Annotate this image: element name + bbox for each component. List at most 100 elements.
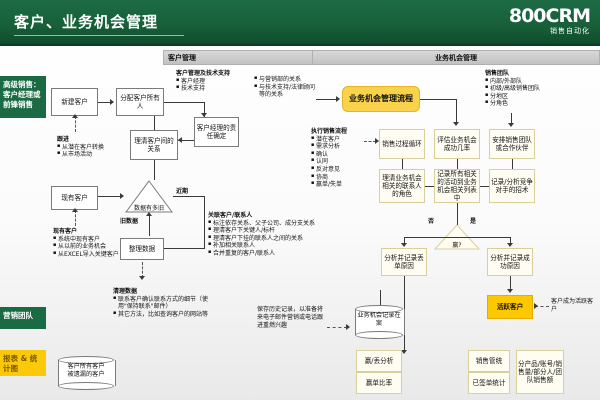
note-followup-list: 从潜在客户转换 从市场活动 bbox=[57, 143, 141, 159]
node-assign-owner: 分配客户所有人 bbox=[116, 88, 164, 116]
connector-dashed bbox=[364, 141, 376, 142]
note-cleanup-title: 清理数据 bbox=[113, 288, 138, 295]
section-bar-customer: 客户管理 bbox=[163, 50, 314, 65]
node-manager-duty: 客户经理的责任确定 bbox=[194, 117, 239, 147]
node-evaluate-probability: 评估业务机会成功几率 bbox=[434, 129, 480, 159]
connector bbox=[178, 140, 194, 141]
list-item: 客户经理 bbox=[176, 77, 256, 86]
note-cleanup: 清理数据 联系客户确认联系方式的细节（使用"保持联系"邮件） 其它方法，比如查询… bbox=[113, 288, 219, 318]
note-sales-process: 执行销售流程 潜在客户 需求分析 确认 认同 反对意见 协商 赢单/失单 bbox=[311, 128, 363, 189]
list-item: 理清客户下挂的联系人之间的关系 bbox=[208, 234, 318, 243]
note-followup-title: 跟进 bbox=[57, 136, 70, 143]
node-analyze-lost: 分析并记录丢单原因 bbox=[381, 248, 427, 276]
report-tile-signed: 已签单统计 bbox=[468, 372, 510, 394]
arrow-icon bbox=[507, 243, 513, 247]
decision-data-age-label: 数据有多旧 bbox=[133, 205, 164, 212]
note-relations-list: 与营销部的关系 与技术支持/法律顾问等的关系 bbox=[254, 75, 316, 99]
note-related-list: 标注依存关系、父子公司、成分支关系 理清客户下关键人/标杆 理清客户下挂的联系人… bbox=[208, 219, 318, 258]
connector bbox=[316, 99, 338, 100]
list-item: 内部/外部队 bbox=[485, 77, 575, 86]
connector-dashed bbox=[142, 262, 143, 278]
branch-label-recent: 近期 bbox=[176, 188, 189, 195]
list-item: 从潜在客户转换 bbox=[57, 143, 141, 152]
sidebar-item-marketing-team: 营销团队 bbox=[0, 307, 46, 329]
connector bbox=[98, 196, 120, 197]
branch-label-no: 否 bbox=[428, 218, 435, 225]
page-title: 客户、业务机会管理 bbox=[14, 13, 159, 31]
connector bbox=[404, 237, 457, 238]
arrow-icon bbox=[110, 99, 114, 105]
note-sales-team-list: 内部/外部队 初级/高级销售团队 分地区 分角色 bbox=[485, 77, 575, 108]
list-item: 系统中现有客户 bbox=[53, 235, 125, 244]
list-item: 认同 bbox=[311, 157, 363, 166]
cylinder-top bbox=[58, 356, 114, 364]
list-item: 赢单/失单 bbox=[311, 180, 363, 189]
note-existing-list: 系统中现有客户 从以前的业务机会 从EXCEL导入关键客户 bbox=[53, 235, 125, 259]
note-became-active: 客户成为活跃客户 bbox=[551, 298, 594, 313]
note-sales-team: 销售团队 内部/外部队 初级/高级销售团队 分地区 分角色 bbox=[485, 70, 575, 108]
connector bbox=[154, 160, 155, 180]
note-history: 保存历史记录，以准备将来电子邮件营销或电话跟进重燃兴趣 bbox=[257, 306, 324, 329]
connector-dashed bbox=[535, 306, 549, 307]
note-support-list: 客户经理 技术支持 bbox=[176, 77, 256, 93]
arrow-icon bbox=[336, 96, 340, 102]
report-tile-win-rate: 赢单比率 bbox=[356, 372, 402, 394]
list-item: 与技术支持/法律顾问等的关系 bbox=[254, 83, 316, 99]
connector bbox=[510, 276, 511, 291]
arrow-icon bbox=[120, 193, 124, 199]
branch-label-yes: 是 bbox=[470, 218, 477, 225]
connector bbox=[512, 159, 513, 169]
node-active-customer: 活跃客户 bbox=[487, 295, 533, 319]
brand-logo: 800CRM 销售自动化 bbox=[508, 5, 591, 36]
note-related-contacts: 关联客户/联系人 标注依存关系、父子公司、成分支关系 理清客户下关键人/标杆 理… bbox=[208, 212, 318, 258]
connector bbox=[173, 196, 205, 197]
connector bbox=[456, 99, 457, 123]
connector-dashed bbox=[75, 116, 76, 132]
list-item: 理清客户下关键人/标杆 bbox=[208, 226, 318, 235]
connector bbox=[402, 159, 403, 169]
note-followup: 跟进 从潜在客户转换 从市场活动 bbox=[57, 136, 141, 159]
arrow-icon bbox=[507, 289, 513, 293]
logo-tagline: 销售自动化 bbox=[550, 27, 590, 35]
node-analyze-won: 分析并记录成功原因 bbox=[487, 248, 533, 276]
connector bbox=[457, 237, 510, 238]
list-item: 联系客户确认联系方式的细节（使用"保持联系"邮件） bbox=[113, 295, 219, 311]
cylinder-bottom bbox=[58, 382, 114, 390]
list-item: 合并重复的客户/联系人 bbox=[208, 249, 318, 258]
node-record-activity: 记录所有相关的活动到业务机会相关列表中 bbox=[434, 169, 480, 203]
decision-win-label: 赢? bbox=[452, 242, 462, 249]
list-item: 其它方法，比如查询客户的网站等 bbox=[113, 310, 219, 319]
note-support: 客户管理及技术支持 客户经理 技术支持 bbox=[176, 70, 256, 93]
page-header: 客户、业务机会管理 800CRM 销售自动化 bbox=[0, 0, 600, 46]
connector bbox=[457, 159, 458, 169]
node-record-competitor: 记录/分析竞争对手的招术 bbox=[489, 169, 535, 203]
branch-label-old: 旧数据 bbox=[120, 218, 139, 225]
connector bbox=[511, 113, 512, 125]
connector-dashed bbox=[327, 327, 347, 328]
node-arrange-team: 安排销售团队或合作伙伴 bbox=[489, 129, 535, 159]
list-item: 从市场活动 bbox=[57, 150, 141, 159]
connector bbox=[164, 102, 204, 103]
connector bbox=[425, 186, 434, 187]
cylinder-body bbox=[355, 309, 405, 335]
list-item: 需求分析 bbox=[311, 142, 363, 151]
list-item: 从EXCEL导入关键客户 bbox=[53, 250, 125, 259]
sidebar-item-reports: 报表 & 统计图 bbox=[0, 350, 46, 376]
logo-text: 800CRM bbox=[508, 5, 591, 27]
title-underline bbox=[14, 35, 184, 36]
list-item: 分角色 bbox=[485, 99, 575, 108]
list-item: 分地区 bbox=[485, 92, 575, 101]
connector bbox=[204, 102, 205, 117]
connector bbox=[164, 248, 205, 249]
list-item: 与营销部的关系 bbox=[254, 75, 316, 84]
list-item: 潜在客户 bbox=[311, 135, 363, 144]
note-sales-team-title: 销售团队 bbox=[485, 70, 510, 77]
arrow-icon bbox=[139, 276, 145, 280]
datastore-customer-label: 客户所有客户 被遗漏的客户 bbox=[67, 363, 105, 378]
list-item: 反对意见 bbox=[311, 165, 363, 174]
arrow-icon bbox=[201, 113, 207, 117]
list-item: 确认 bbox=[311, 150, 363, 159]
decision-data-age: 数据有多旧 bbox=[125, 180, 173, 213]
connector bbox=[480, 186, 489, 187]
